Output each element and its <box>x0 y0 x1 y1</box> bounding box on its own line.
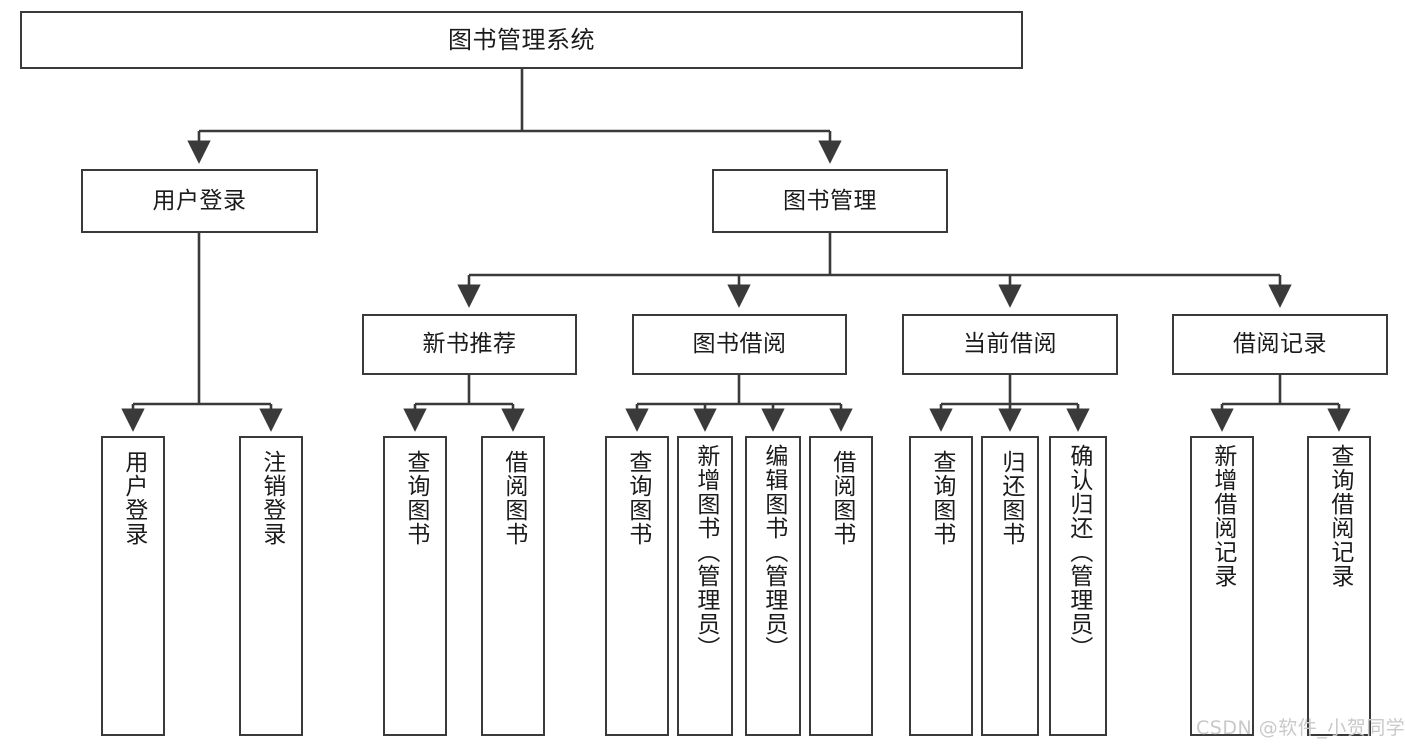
node-label: 借阅记录 <box>1233 331 1327 357</box>
node-label: 编辑图书（管理员） <box>760 444 787 660</box>
node-label: 借阅图书 <box>500 450 527 546</box>
node-leaf-add-book[interactable]: 新增图书（管理员） <box>677 436 733 736</box>
node-leaf-borrow-book-1[interactable]: 借阅图书 <box>481 436 545 736</box>
node-label: 新增图书（管理员） <box>692 444 719 660</box>
node-current-borrow[interactable]: 当前借阅 <box>902 314 1118 375</box>
node-label: 新书推荐 <box>422 331 517 357</box>
node-book-management[interactable]: 图书管理 <box>712 169 948 233</box>
node-leaf-confirm-return[interactable]: 确认归还（管理员） <box>1049 436 1107 736</box>
node-leaf-query-book-2[interactable]: 查询图书 <box>605 436 669 736</box>
node-borrow-record[interactable]: 借阅记录 <box>1172 314 1388 375</box>
node-root-library-system[interactable]: 图书管理系统 <box>20 11 1023 69</box>
node-book-borrow[interactable]: 图书借阅 <box>632 314 847 375</box>
node-leaf-user-login[interactable]: 用户登录 <box>101 436 165 736</box>
csdn-watermark: CSDN @软件_小贺同学 <box>1196 717 1405 739</box>
node-label: 用户登录 <box>152 187 247 214</box>
node-leaf-logout-login[interactable]: 注销登录 <box>239 436 303 736</box>
node-label: 当前借阅 <box>963 331 1057 357</box>
node-new-book-recommend[interactable]: 新书推荐 <box>362 314 577 375</box>
node-leaf-query-record[interactable]: 查询借阅记录 <box>1307 436 1371 736</box>
node-label: 图书借阅 <box>692 331 787 357</box>
node-label: 归还图书 <box>997 450 1024 546</box>
node-leaf-edit-book[interactable]: 编辑图书（管理员） <box>745 436 801 736</box>
node-label: 查询借阅记录 <box>1326 444 1353 588</box>
node-label: 新增借阅记录 <box>1209 444 1236 588</box>
node-leaf-return-book[interactable]: 归还图书 <box>981 436 1039 736</box>
node-label: 注销登录 <box>258 450 285 546</box>
node-label: 用户登录 <box>120 450 147 546</box>
node-leaf-query-book-3[interactable]: 查询图书 <box>909 436 973 736</box>
node-label: 查询图书 <box>624 450 651 546</box>
node-label: 查询图书 <box>928 450 955 546</box>
node-label: 查询图书 <box>402 450 429 546</box>
node-leaf-borrow-book-2[interactable]: 借阅图书 <box>809 436 873 736</box>
node-leaf-query-book-1[interactable]: 查询图书 <box>383 436 447 736</box>
node-label: 图书管理系统 <box>448 26 595 54</box>
node-leaf-add-record[interactable]: 新增借阅记录 <box>1190 436 1254 736</box>
node-user-login[interactable]: 用户登录 <box>81 169 318 233</box>
node-label: 图书管理 <box>783 187 877 214</box>
node-label: 借阅图书 <box>828 450 855 546</box>
node-label: 确认归还（管理员） <box>1065 444 1092 660</box>
